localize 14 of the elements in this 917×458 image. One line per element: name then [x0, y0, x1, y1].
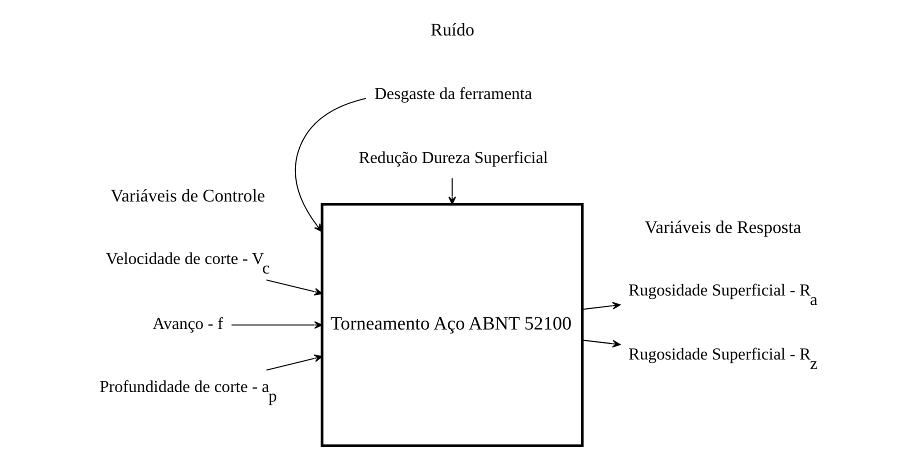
arrow: [582, 302, 621, 310]
node-text: Avanço - f: [152, 314, 224, 334]
label: Ruído: [430, 19, 474, 40]
arrow: [232, 321, 323, 329]
arrow: [448, 178, 456, 205]
node-box: Torneamento Aço ABNT 52100: [320, 203, 584, 448]
label: Variáveis de Resposta: [644, 216, 802, 237]
node-text: Redução Dureza Superficial: [358, 148, 548, 168]
node-text: Desgaste da ferramenta: [374, 84, 532, 104]
arrow: [582, 340, 621, 348]
label: Variáveis de Controle: [110, 185, 266, 206]
arrow: [294, 98, 366, 232]
arrow: [266, 279, 323, 296]
arrow: [266, 354, 323, 371]
